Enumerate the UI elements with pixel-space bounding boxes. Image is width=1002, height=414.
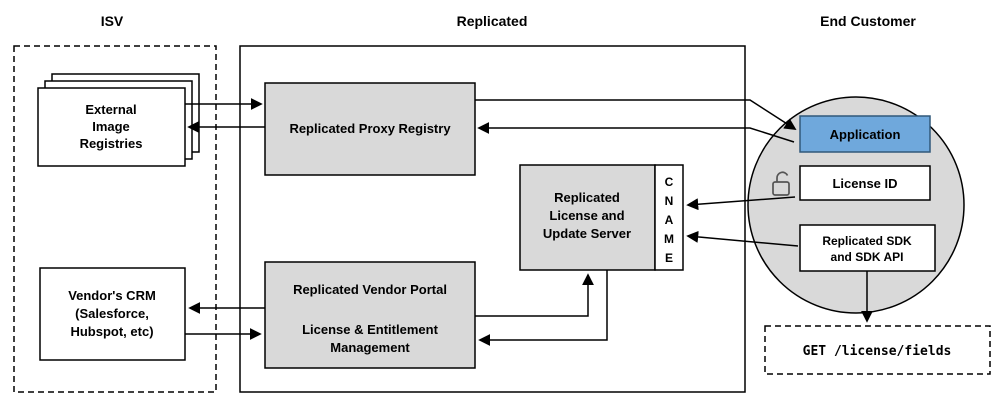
registry-stack-front (37, 87, 186, 167)
proxy-registry-label: Replicated Proxy Registry (289, 121, 451, 136)
replicated-sdk-box: Replicated SDK and SDK API (799, 224, 936, 272)
cname-letter-a: A (665, 213, 674, 227)
vendor-portal-label-line1: Replicated Vendor Portal (293, 282, 447, 297)
arrow-portal-to-license-server (475, 273, 594, 317)
application-label: Application (830, 127, 901, 142)
cname-letter-n: N (665, 194, 674, 208)
application-box: Application (799, 115, 931, 153)
arrow-application-to-proxy (477, 122, 795, 143)
lane-header-isv: ISV (101, 13, 124, 29)
vendor-portal-rect (264, 261, 476, 369)
arrow-license-server-to-portal (478, 270, 608, 346)
license-update-server-box: Replicated License and Update Server (519, 164, 656, 271)
cname-letter-m: M (664, 232, 674, 246)
license-server-label-line3: Update Server (543, 226, 631, 241)
get-endpoint-label: GET /license/fields (803, 344, 952, 359)
lane-header-replicated: Replicated (457, 13, 528, 29)
arrow-sdk-to-cname (686, 230, 799, 247)
sdk-rect (799, 224, 936, 272)
crm-label-line2: (Salesforce, (75, 306, 149, 321)
application-rect (799, 115, 931, 153)
proxy-registry-box: Replicated Proxy Registry (264, 82, 476, 176)
cname-letter-e: E (665, 251, 673, 265)
get-license-fields-box: GET /license/fields (764, 325, 991, 375)
get-endpoint-rect (764, 325, 991, 375)
sdk-label-line1: Replicated SDK (822, 234, 912, 248)
sdk-label-line2: and SDK API (831, 250, 904, 264)
crm-label-line3: Hubspot, etc) (70, 324, 153, 339)
crm-rect (39, 267, 186, 361)
cname-box: C N A M E (654, 164, 684, 271)
arrow-proxy-to-application (475, 99, 797, 130)
isv-lane-container (13, 45, 217, 393)
proxy-registry-rect (264, 82, 476, 176)
unlock-body (772, 181, 790, 196)
cname-letter-c: C (665, 175, 674, 189)
crm-label-line1: Vendor's CRM (68, 288, 156, 303)
registries-label-line1: External (85, 102, 136, 117)
registries-label-line2: Image (92, 119, 130, 134)
vendor-portal-label-line3: Management (330, 340, 410, 355)
registries-label-line3: Registries (80, 136, 143, 151)
vendors-crm-box: Vendor's CRM (Salesforce, Hubspot, etc) (39, 267, 186, 361)
vendor-portal-box: Replicated Vendor Portal License & Entit… (264, 261, 476, 369)
arrow-license-id-to-cname (686, 196, 796, 211)
license-id-box: License ID (799, 165, 931, 201)
license-server-label-line2: License and (549, 208, 624, 223)
unlock-shackle (776, 171, 789, 182)
cname-rect (654, 164, 684, 271)
vendor-portal-label-line2: License & Entitlement (302, 322, 438, 337)
lane-header-end-customer: End Customer (820, 13, 916, 29)
external-image-registries-box: External Image Registries (37, 73, 200, 167)
unlock-icon (772, 171, 790, 196)
license-id-label: License ID (832, 176, 897, 191)
license-id-rect (799, 165, 931, 201)
license-server-label-line1: Replicated (554, 190, 620, 205)
